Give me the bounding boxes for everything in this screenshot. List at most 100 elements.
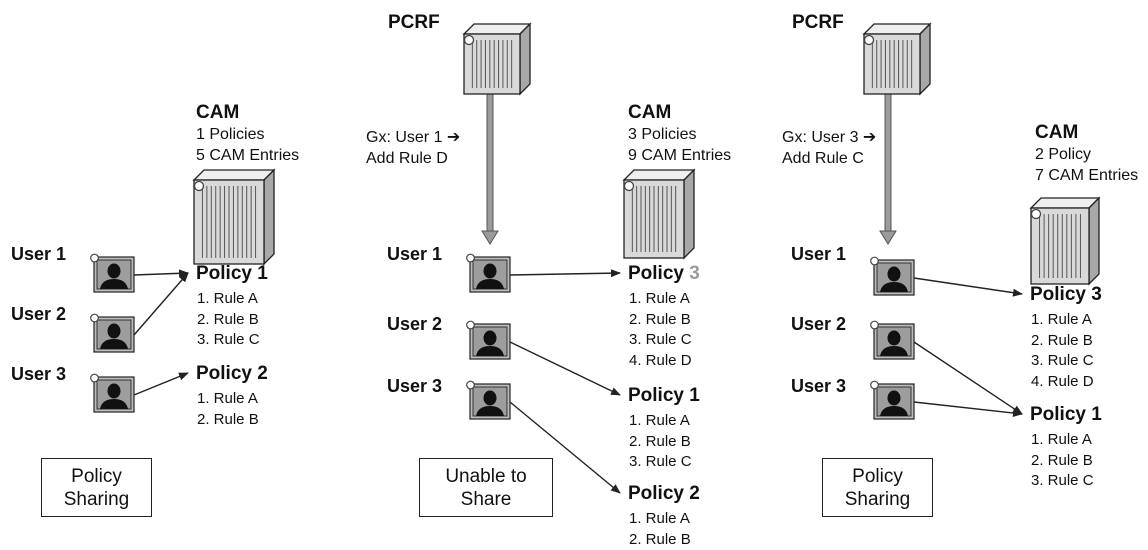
user-avatar-icon (870, 380, 916, 422)
user-policy-arrow (914, 278, 1022, 294)
user-label: User 3 (387, 377, 442, 395)
policy-title: Policy 2 (196, 363, 268, 385)
policy-title-prefix: Policy (1030, 404, 1091, 425)
cam-title: CAM (196, 103, 239, 122)
gx-arrow (880, 82, 896, 244)
user-label: User 3 (791, 377, 846, 395)
panel-caption-line: Sharing (64, 488, 130, 511)
policy-title-number: 3 (1091, 284, 1102, 305)
user-label: User 2 (791, 315, 846, 333)
policy-rule: 2. Rule B (629, 530, 691, 550)
policy-rule: 2. Rule B (629, 432, 691, 453)
user-avatar-icon (466, 320, 512, 362)
policy-title-prefix: Policy (628, 483, 689, 504)
policy-title-number: 3 (689, 263, 700, 284)
policy-rule: 2. Rule B (197, 310, 259, 331)
user-policy-arrow (510, 342, 620, 395)
cam-stat: 1 Policies (196, 124, 264, 145)
policy-rule: 4. Rule D (1031, 372, 1094, 393)
user-label: User 1 (791, 245, 846, 263)
policy-title-number: 1 (689, 385, 700, 406)
policy-title: Policy 1 (196, 263, 268, 285)
user-avatar-icon (90, 373, 136, 415)
cam-server-icon (1029, 196, 1101, 286)
pcrf-server-icon (462, 22, 532, 96)
user-label: User 2 (387, 315, 442, 333)
user-avatar-icon (870, 256, 916, 298)
user-label: User 2 (11, 305, 66, 323)
policy-rule: 2. Rule B (1031, 451, 1093, 472)
gx-message-line: Gx: User 3 ➔ (782, 127, 876, 148)
cam-stat: 7 CAM Entries (1035, 165, 1138, 186)
policy-rule: 3. Rule C (629, 452, 692, 473)
panel-caption-line: Sharing (845, 488, 911, 511)
policy-rule: 2. Rule B (197, 410, 259, 431)
pcrf-label: PCRF (792, 13, 844, 32)
cam-title: CAM (628, 103, 671, 122)
cam-stat: 3 Policies (628, 124, 696, 145)
policy-title: Policy 1 (628, 385, 700, 407)
user-policy-arrow (134, 273, 188, 335)
policy-rule: 1. Rule A (629, 509, 690, 530)
user-policy-arrow (914, 402, 1022, 414)
user-avatar-icon (870, 320, 916, 362)
user-avatar-icon (90, 313, 136, 355)
cam-stat: 5 CAM Entries (196, 145, 299, 166)
cam-title: CAM (1035, 123, 1078, 142)
policy-rule: 1. Rule A (197, 389, 258, 410)
policy-title-number: 2 (257, 363, 268, 384)
policy-rule: 3. Rule C (629, 330, 692, 351)
policy-rule: 1. Rule A (1031, 310, 1092, 331)
policy-rule: 1. Rule A (1031, 430, 1092, 451)
policy-title-prefix: Policy (1030, 284, 1091, 305)
panel-caption-line: Policy (845, 465, 911, 488)
user-label: User 1 (11, 245, 66, 263)
gx-arrow (482, 82, 498, 244)
policy-rule: 1. Rule A (197, 289, 258, 310)
policy-rule: 1. Rule A (629, 289, 690, 310)
pcrf-label: PCRF (388, 13, 440, 32)
user-label: User 3 (11, 365, 66, 383)
cam-server-icon (192, 168, 276, 266)
panel-caption-line: Policy (64, 465, 130, 488)
policy-rule: 3. Rule C (197, 330, 260, 351)
user-policy-arrow (510, 273, 620, 275)
policy-title-number: 2 (689, 483, 700, 504)
policy-title: Policy 3 (1030, 284, 1102, 306)
panel-caption-line: Unable to (445, 465, 526, 488)
policy-title-prefix: Policy (196, 363, 257, 384)
policy-rule: 3. Rule C (1031, 351, 1094, 372)
policy-rule: 2. Rule B (1031, 331, 1093, 352)
gx-message-line: Add Rule D (366, 148, 448, 169)
policy-rule: 3. Rule C (1031, 471, 1094, 492)
user-label: User 1 (387, 245, 442, 263)
cam-stat: 2 Policy (1035, 144, 1091, 165)
cam-server-icon (622, 168, 696, 260)
gx-message-line: Gx: User 1 ➔ (366, 127, 460, 148)
policy-title-prefix: Policy (628, 385, 689, 406)
user-avatar-icon (90, 253, 136, 295)
policy-rule: 2. Rule B (629, 310, 691, 331)
panel-caption-line: Share (445, 488, 526, 511)
policy-rule: 1. Rule A (629, 411, 690, 432)
user-policy-arrow (134, 273, 188, 275)
policy-title: Policy 1 (1030, 404, 1102, 426)
policy-title-number: 1 (257, 263, 268, 284)
policy-title: Policy 2 (628, 483, 700, 505)
user-policy-arrow (134, 373, 188, 395)
policy-title-prefix: Policy (628, 263, 689, 284)
policy-title: Policy 3 (628, 263, 700, 285)
user-avatar-icon (466, 380, 512, 422)
policy-rule: 4. Rule D (629, 351, 692, 372)
cam-stat: 9 CAM Entries (628, 145, 731, 166)
user-avatar-icon (466, 253, 512, 295)
pcrf-server-icon (862, 22, 932, 96)
policy-title-prefix: Policy (196, 263, 257, 284)
gx-message-line: Add Rule C (782, 148, 864, 169)
